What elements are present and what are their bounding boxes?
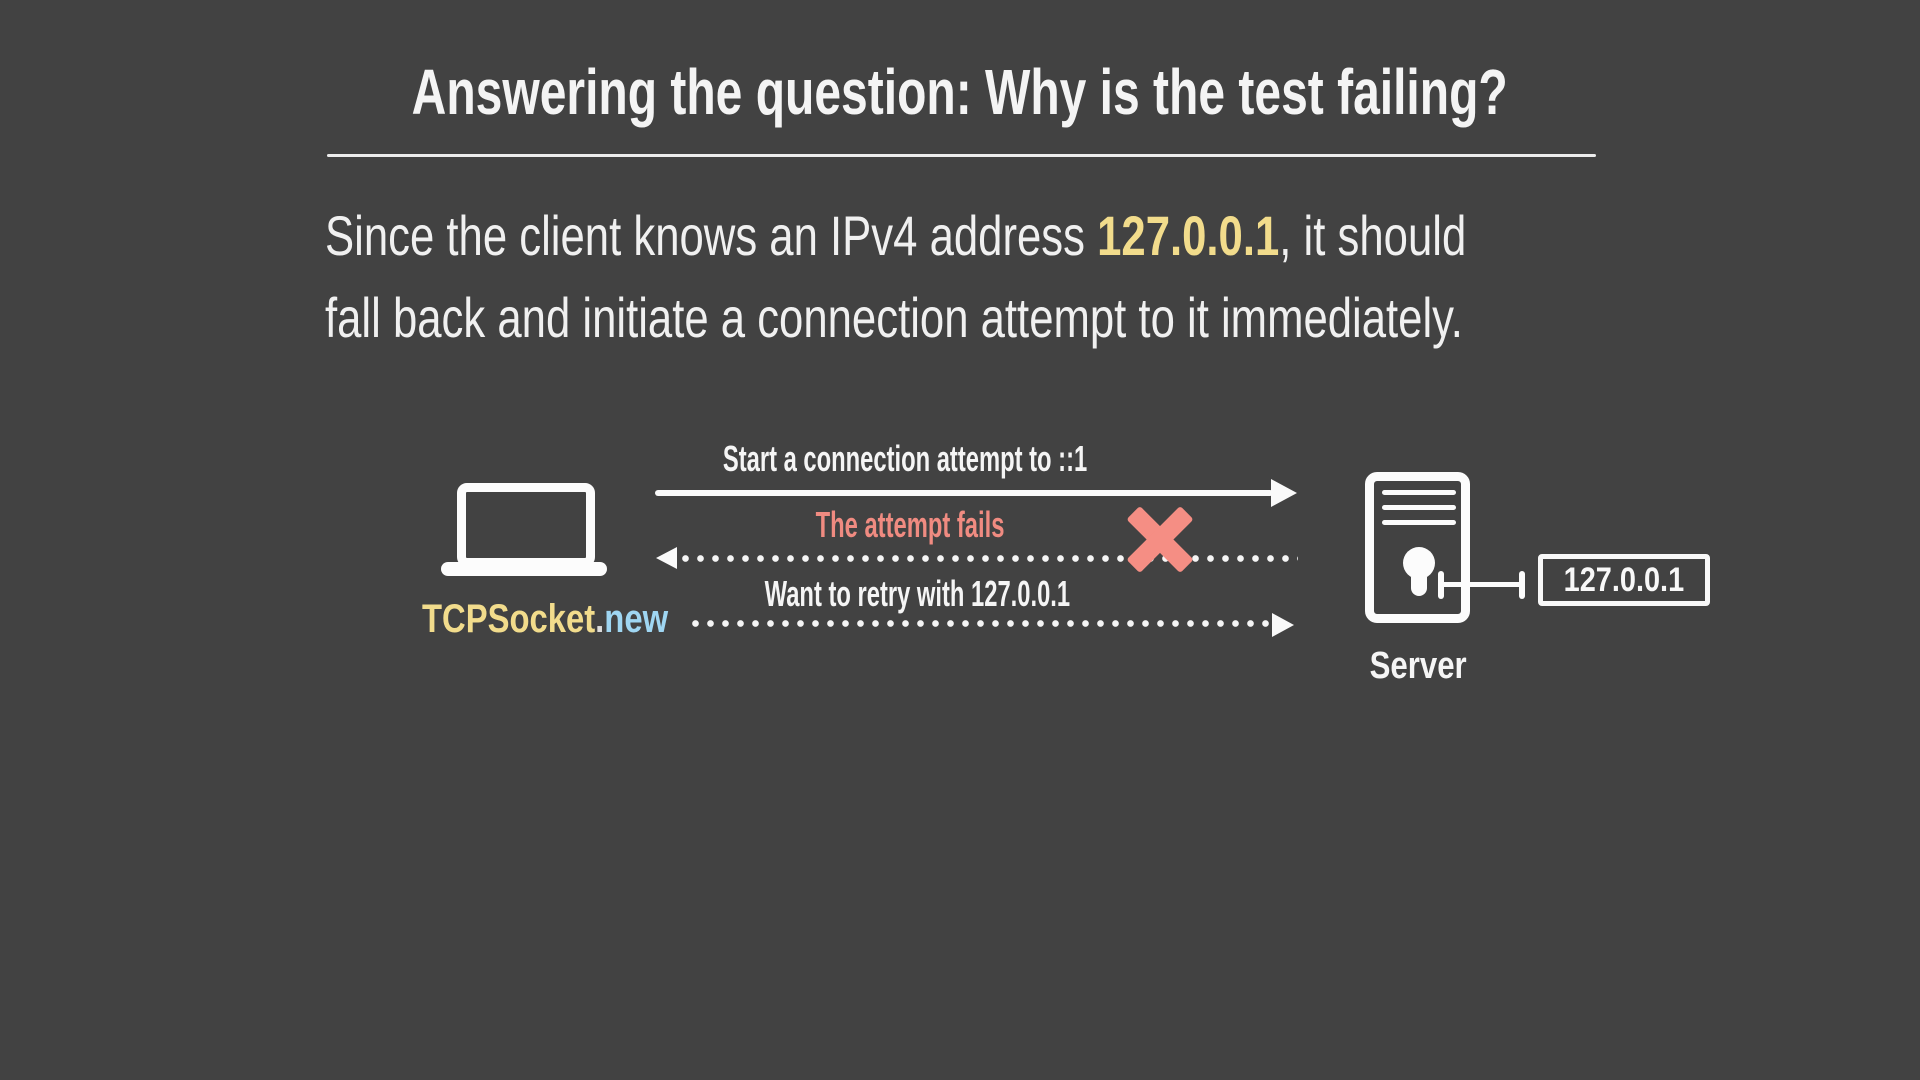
laptop-base bbox=[441, 562, 607, 576]
message-1-label: Start a connection attempt to ::1 bbox=[722, 438, 1088, 479]
x-mark-icon bbox=[1126, 505, 1194, 574]
client-label-method: new bbox=[604, 597, 669, 641]
message-3-label: Want to retry with 127.0.0.1 bbox=[764, 573, 1070, 614]
message-2-label: The attempt fails bbox=[815, 504, 1005, 545]
server-vent-line bbox=[1382, 505, 1456, 510]
connector-line bbox=[1441, 582, 1525, 587]
message-3-arrow-line bbox=[692, 620, 1272, 627]
server-address-text: 127.0.0.1 bbox=[1563, 560, 1685, 599]
laptop-icon bbox=[457, 483, 595, 567]
body-line-2: fall back and initiate a connection atte… bbox=[325, 277, 1825, 359]
body-line1-suffix: , it should bbox=[1279, 204, 1467, 267]
lightbulb-base bbox=[1411, 577, 1427, 596]
page-title: Answering the question: Why is the test … bbox=[0, 48, 1920, 136]
arrow-right-icon bbox=[1272, 613, 1294, 637]
body-line2-text: fall back and initiate a connection atte… bbox=[325, 286, 1463, 349]
server-icon bbox=[1365, 472, 1470, 623]
message-2-arrow-line bbox=[682, 555, 1298, 562]
body-line1-prefix: Since the client knows an IPv4 address bbox=[325, 204, 1098, 267]
body-line1-ip-highlight: 127.0.0.1 bbox=[1097, 204, 1280, 267]
server-address-box: 127.0.0.1 bbox=[1538, 554, 1710, 606]
connector-end-cap bbox=[1519, 571, 1525, 599]
lightbulb-icon bbox=[1403, 547, 1435, 579]
body-paragraph: Since the client knows an IPv4 address 1… bbox=[325, 195, 1825, 359]
arrow-left-icon bbox=[656, 547, 677, 569]
page-title-text: Answering the question: Why is the test … bbox=[411, 56, 1509, 128]
arrow-right-icon bbox=[1271, 479, 1297, 507]
server-vent-line bbox=[1382, 520, 1456, 525]
client-label: TCPSocket.new bbox=[395, 599, 675, 639]
client-label-class: TCPSocket bbox=[422, 597, 596, 641]
title-underline bbox=[327, 154, 1596, 157]
client-label-dot: . bbox=[595, 597, 605, 641]
body-line-1: Since the client knows an IPv4 address 1… bbox=[325, 195, 1825, 277]
server-vent-line bbox=[1382, 490, 1456, 495]
server-label: Server bbox=[1369, 645, 1467, 687]
message-1-arrow-line bbox=[655, 490, 1273, 496]
